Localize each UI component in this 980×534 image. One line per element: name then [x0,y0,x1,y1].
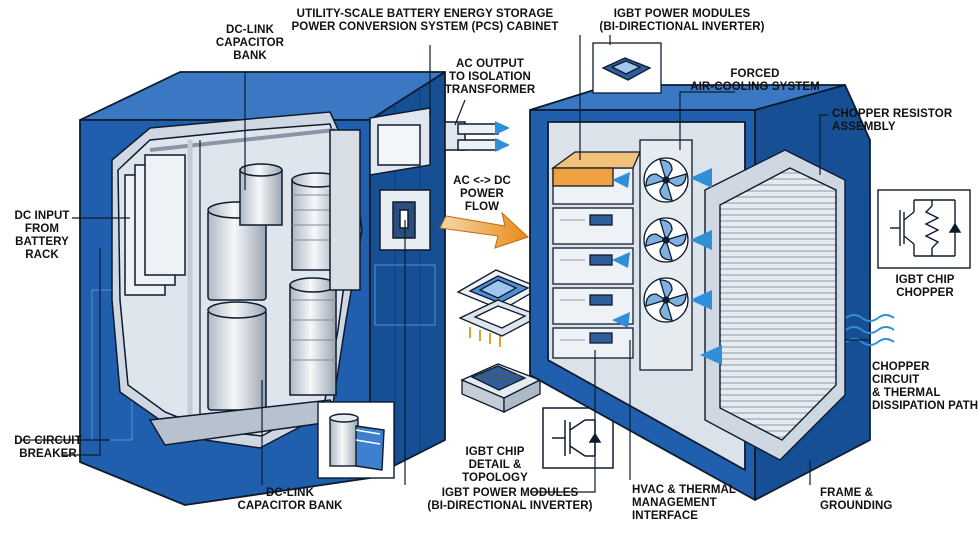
power-flow-arrow-icon [439,211,529,249]
chopper-circuit-icon [877,189,971,269]
label-dc-link-top: DC-LINK CAPACITOR BANK [215,24,285,62]
label-chopper-circuit: CHOPPER CIRCUIT & THERMAL DISSIPATION PA… [872,361,979,412]
igbt-symbol-icon [542,407,614,469]
leader-lines [20,35,870,493]
airflow-arrow-icon [612,168,722,365]
chopper-resistor-fins [704,149,846,461]
label-igbt-top: IGBT POWER MODULES (BI-DIRECTIONAL INVER… [599,8,765,33]
igbt-chip-layers [456,269,542,347]
label-dc-link-bottom: DC-LINK CAPACITOR BANK [237,487,343,512]
label-igbt-bottom: IGBT POWER MODULES (BI-DIRECTIONAL INVER… [427,487,593,512]
label-ac-output: AC OUTPUT TO ISOLATION TRANSFORMER [444,58,536,96]
diagram-title: UTILITY-SCALE BATTERY ENERGY STORAGE POW… [291,8,559,33]
igbt-module-inset [592,42,662,94]
label-ac-dc-flow: AC <-> DC POWER FLOW [453,175,511,213]
igbt-module-stack [551,151,641,359]
label-forced-air: FORCED AIR-COOLING SYSTEM [690,68,820,93]
heat-dissipation-waves [845,314,895,346]
fan-icon [639,139,693,371]
airflow-arrow-icon [495,121,510,152]
capacitor-roll-icon [317,401,395,479]
label-frame-grounding: FRAME & GROUNDING [820,487,893,512]
label-hvac: HVAC & THERMAL MANAGEMENT INTERFACE [632,484,737,522]
left-cutaway [111,111,363,449]
label-dc-input: DC INPUT FROM BATTERY RACK [14,210,70,261]
label-igbt-chip-detail: IGBT CHIP DETAIL & TOPOLOGY [462,446,528,484]
igbt-module-closeup [460,363,542,414]
label-chopper-resistor: CHOPPER RESISTOR ASSEMBLY [832,108,953,133]
label-dc-breaker: DC CIRCUIT BREAKER [14,435,82,460]
label-igbt-chip-chopper: IGBT CHIP CHOPPER [895,274,955,299]
